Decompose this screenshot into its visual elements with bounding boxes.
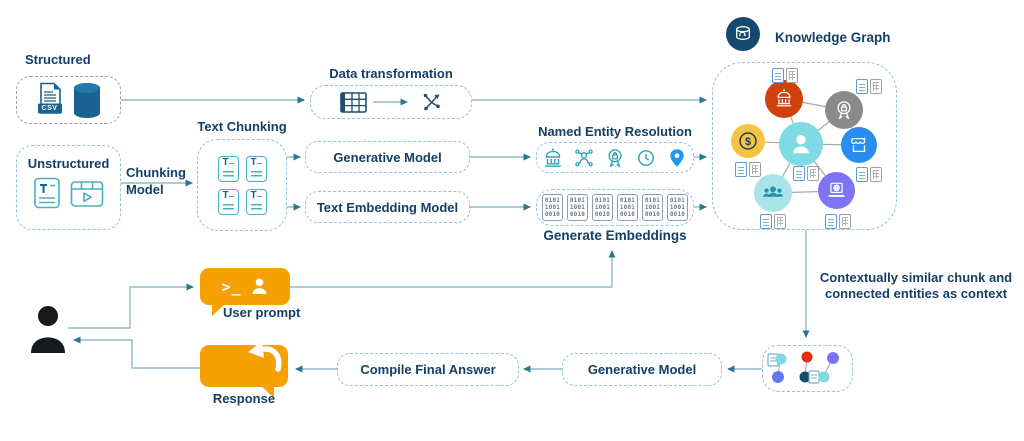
context-note-line1: Contextually similar chunk and	[819, 270, 1013, 285]
csv-badge-text: CSV	[41, 105, 58, 112]
chunk-doc-icon: T	[245, 188, 267, 215]
compile-final-answer-label: Compile Final Answer	[360, 362, 496, 377]
bank-icon	[542, 147, 564, 169]
knowledge-graph-db-icon	[726, 17, 760, 51]
chunk-doc-icon	[825, 214, 837, 229]
location-pin-icon	[666, 147, 688, 169]
generative-model-final-label: Generative Model	[587, 362, 697, 377]
knowledge-graph-title: Knowledge Graph	[775, 30, 891, 45]
svg-text:$: $	[745, 136, 751, 148]
user-person-icon	[27, 305, 69, 355]
user-prompt-label: User prompt	[223, 305, 301, 320]
structured-sources-box: CSV	[16, 76, 121, 124]
text-chunking-label: Text Chunking	[197, 119, 287, 134]
node-attachments	[760, 214, 786, 229]
data-transformation-label: Data transformation	[329, 66, 453, 81]
binary-chip-icon	[749, 162, 761, 177]
database-icon	[72, 82, 102, 119]
binary-chip-icon	[870, 167, 882, 182]
award-lock-icon	[604, 147, 626, 169]
text-document-icon	[33, 177, 61, 209]
ner-label: Named Entity Resolution	[538, 124, 692, 139]
generative-model-box: Generative Model	[305, 141, 470, 173]
chunk-doc-icon	[772, 68, 784, 83]
text-chunking-box: T T T T	[197, 139, 287, 231]
binary-chip-icon	[786, 68, 798, 83]
chunk-doc-icon: T	[217, 155, 239, 182]
retrieved-context-graph	[767, 351, 839, 384]
node-attachments	[856, 167, 882, 182]
generate-embeddings-label: Generate Embeddings	[543, 228, 687, 243]
csv-file-icon: CSV	[36, 82, 64, 118]
binary-chip-icon	[807, 166, 819, 181]
retrieved-context-box	[762, 345, 853, 392]
video-icon	[70, 178, 104, 208]
unstructured-sources-box: Unstructured	[16, 145, 121, 230]
data-transformation-box	[310, 85, 472, 119]
table-icon	[340, 91, 367, 113]
context-note-line2: connected entities as context	[824, 285, 1008, 301]
chunk-doc-icon: T	[217, 188, 239, 215]
generative-model-label: Generative Model	[333, 149, 442, 165]
chunk-doc-icon: T	[245, 155, 267, 182]
compile-final-answer-box: Compile Final Answer	[337, 353, 519, 386]
chunk-doc-icon	[760, 214, 772, 229]
ner-box	[536, 142, 694, 173]
graph-node-group	[754, 174, 792, 212]
text-embedding-model-box: Text Embedding Model	[305, 191, 470, 223]
generative-model-final-box: Generative Model	[562, 353, 722, 386]
node-attachments	[856, 79, 882, 94]
graph-node-award	[825, 91, 863, 129]
node-attachments	[735, 162, 761, 177]
context-note: Contextually similar chunk and connected…	[816, 270, 1016, 301]
node-attachments	[825, 214, 851, 229]
chunk-doc-icon	[856, 79, 868, 94]
binary-chip-icon	[839, 214, 851, 229]
person-network-icon	[573, 147, 595, 169]
chunking-model-label: Chunking Model	[126, 165, 186, 197]
graph-node-person	[779, 122, 823, 166]
reply-arrow-icon	[248, 341, 282, 372]
terminal-prompt-icon: >_	[221, 277, 242, 296]
chunk-doc-icon	[735, 162, 747, 177]
knowledge-graph-box: $	[712, 62, 897, 230]
clock-icon	[635, 147, 657, 169]
chunk-doc-icon	[793, 166, 805, 181]
unstructured-label: Unstructured	[27, 156, 110, 171]
graph-node-store	[841, 127, 877, 163]
graph-node-bank	[765, 80, 803, 118]
node-attachments	[793, 166, 819, 181]
user-prompt-bubble: >_	[200, 268, 290, 316]
response-label: Response	[212, 391, 276, 406]
graph-node-laptop	[818, 172, 855, 209]
inner-arrow	[373, 98, 408, 106]
chunk-doc-icon	[856, 167, 868, 182]
text-embedding-model-label: Text Embedding Model	[316, 199, 459, 215]
response-bubble	[200, 341, 288, 398]
transform-graph-icon	[421, 92, 442, 113]
binary-chip-icon	[870, 79, 882, 94]
structured-label: Structured	[25, 52, 91, 67]
binary-chip-icon	[774, 214, 786, 229]
person-icon	[252, 278, 266, 294]
node-attachments	[772, 68, 798, 83]
graph-node-money: $	[731, 124, 765, 158]
